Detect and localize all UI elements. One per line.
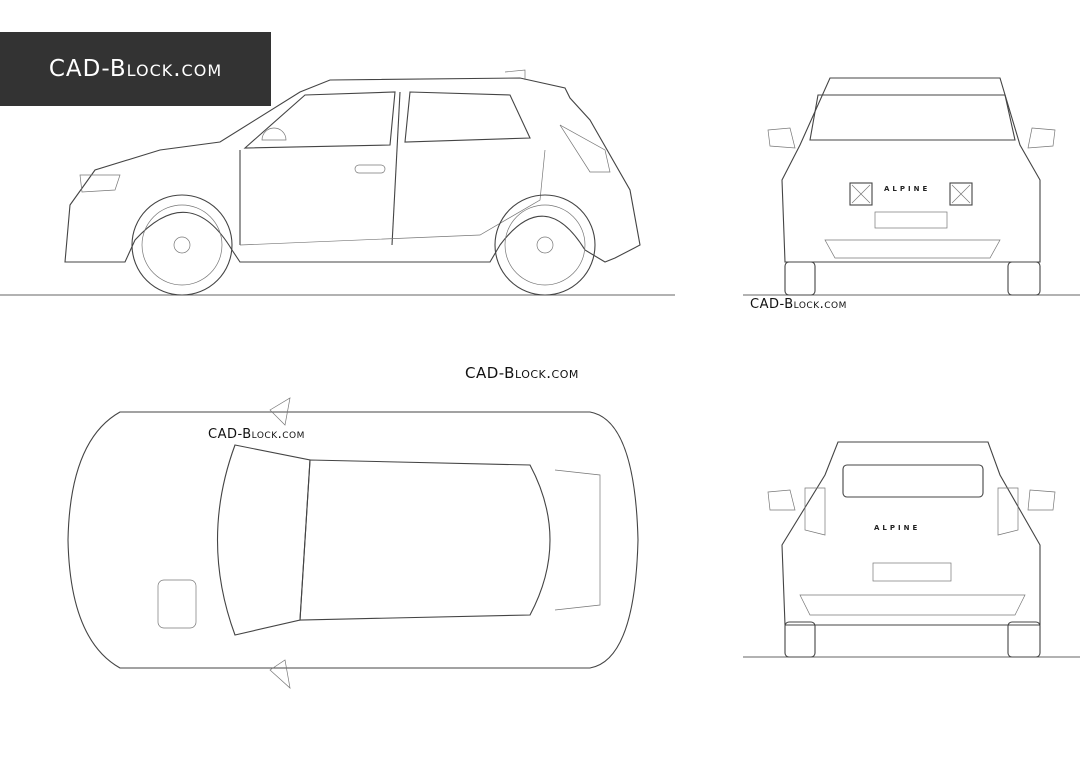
front-plate [874, 211, 948, 229]
front-tire-left [784, 261, 816, 296]
light-x-left [849, 182, 873, 206]
hood-badge [157, 579, 197, 629]
rear-tire-right [1007, 621, 1041, 658]
rear-view: ALPINE [743, 441, 1080, 658]
rear-window [842, 464, 984, 498]
tail-light [559, 124, 611, 173]
front-tire-right [1007, 261, 1041, 296]
mirror-left [767, 127, 796, 149]
watermark-top-view: CAD-Block.com [208, 427, 305, 442]
door-handle [354, 164, 386, 174]
top-view [67, 397, 639, 689]
body-crease [239, 149, 546, 246]
roof [299, 459, 551, 621]
rear-badge: ALPINE [874, 524, 920, 532]
headlight [79, 174, 121, 193]
rear-diffuser [799, 594, 1026, 616]
mirror-top-left [269, 397, 291, 426]
watermark-front: CAD-Block.com [750, 297, 847, 312]
mirror-top-right [269, 659, 291, 689]
front-grille [824, 239, 1001, 259]
door-line [391, 91, 401, 246]
tail-light-right [997, 487, 1019, 536]
front-view: ALPINE [743, 77, 1080, 296]
side-view [0, 69, 675, 296]
rear-mirror-left [767, 489, 796, 511]
rear-glass-top [554, 469, 601, 611]
side-mirror [261, 127, 287, 141]
tail-light-left [804, 487, 826, 536]
rear-wheel [494, 194, 596, 296]
rear-body-outline [781, 441, 1041, 626]
rear-tire-left [784, 621, 816, 658]
rear-mirror-right [1027, 489, 1056, 511]
rear-plate [872, 562, 952, 582]
front-badge: ALPINE [884, 185, 930, 193]
light-x-right [949, 182, 973, 206]
mirror-right [1027, 127, 1056, 149]
top-body-outline [67, 411, 639, 669]
front-window [243, 91, 396, 149]
front-wheel [131, 194, 233, 296]
car-body-outline [64, 77, 641, 263]
antenna [504, 69, 526, 80]
windshield-top [217, 444, 311, 636]
front-body-outline [781, 77, 1041, 263]
rear-window [404, 91, 531, 143]
watermark-center: CAD-Block.com [465, 364, 579, 382]
site-logo: CAD-Block.com [0, 32, 271, 106]
windshield [809, 94, 1016, 141]
